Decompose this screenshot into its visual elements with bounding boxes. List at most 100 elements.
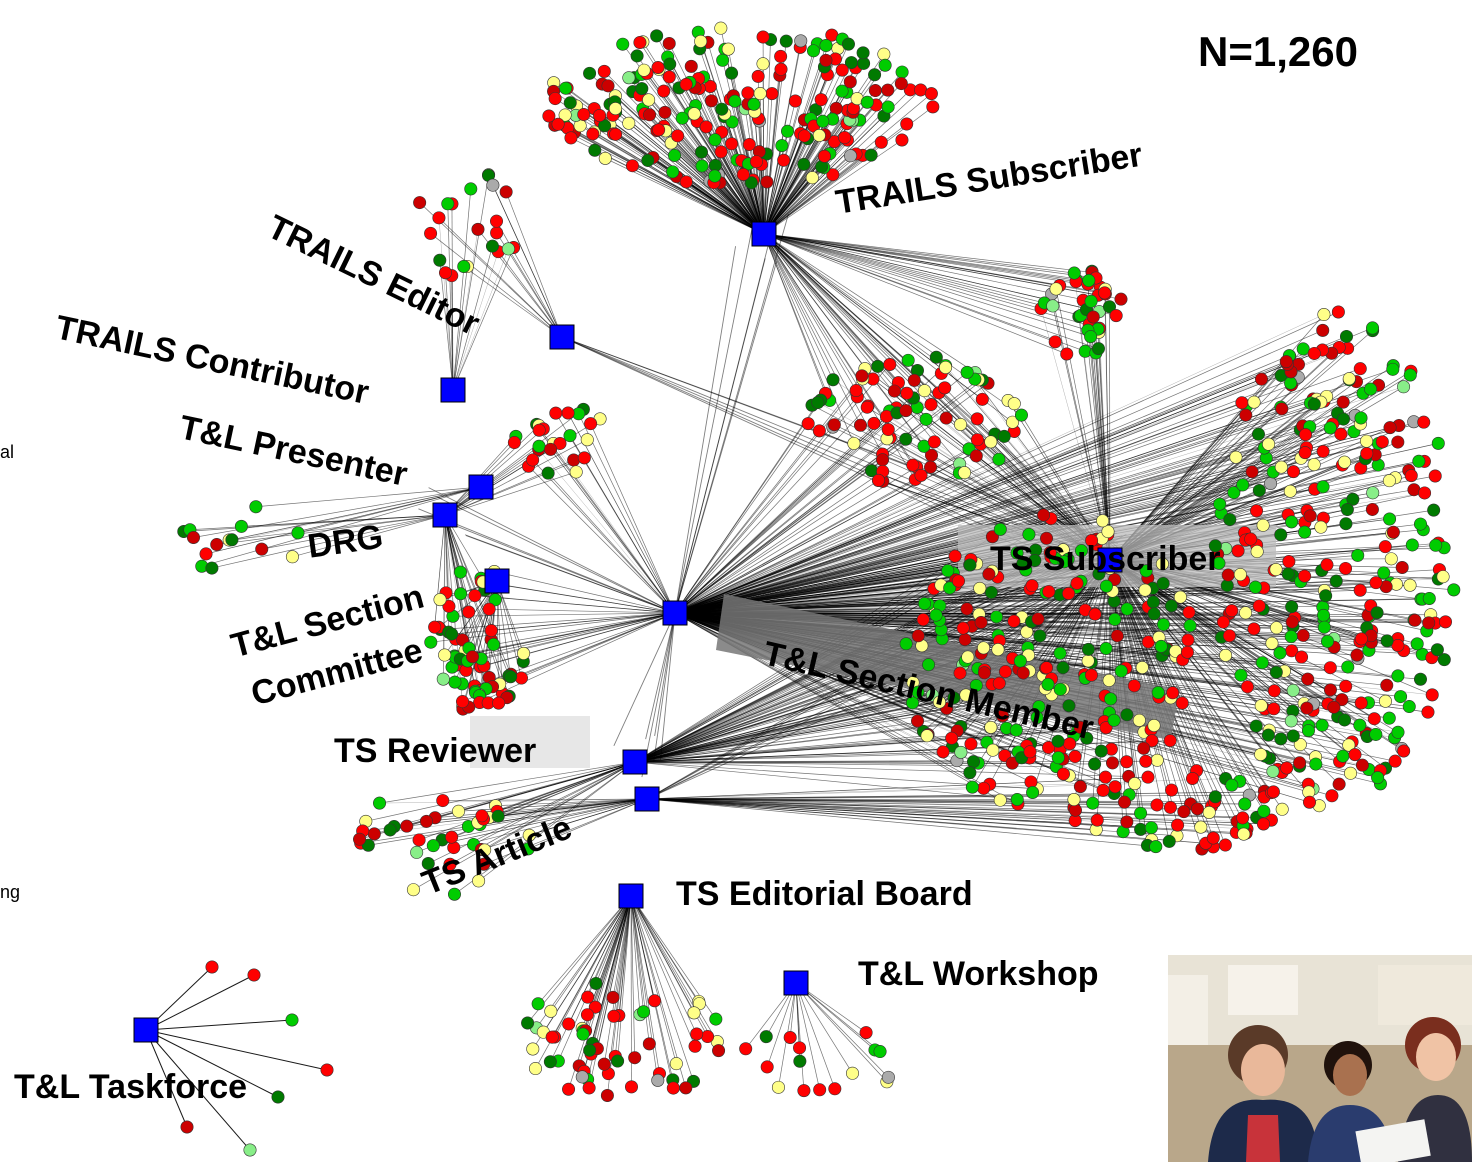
member-node xyxy=(428,620,442,634)
edge xyxy=(498,251,563,338)
edge xyxy=(496,220,563,338)
member-node xyxy=(1031,612,1045,626)
member-node xyxy=(562,1082,576,1096)
edge xyxy=(763,69,843,235)
member-node xyxy=(1221,568,1235,582)
member-node xyxy=(586,127,600,141)
edge xyxy=(674,406,1281,614)
edge xyxy=(645,612,676,740)
member-node xyxy=(443,857,457,871)
member-node xyxy=(1028,553,1042,567)
edge xyxy=(458,798,648,812)
edge xyxy=(763,65,886,235)
member-node xyxy=(1323,683,1337,697)
member-node xyxy=(929,608,943,622)
edge xyxy=(447,203,454,391)
edge xyxy=(634,587,950,763)
member-node xyxy=(563,96,577,110)
member-node xyxy=(1320,634,1334,648)
edge xyxy=(628,122,765,235)
member-node xyxy=(954,745,968,759)
member-node xyxy=(725,66,739,80)
member-node xyxy=(721,42,735,56)
member-node xyxy=(1225,604,1239,618)
member-node xyxy=(1053,646,1067,660)
member-node xyxy=(1229,450,1243,464)
member-node xyxy=(900,117,914,131)
edge xyxy=(261,514,446,550)
member-node xyxy=(1026,785,1040,799)
edge xyxy=(508,248,563,338)
edge xyxy=(763,233,1099,349)
member-node xyxy=(1303,509,1317,523)
member-node xyxy=(694,34,708,48)
member-node xyxy=(609,127,623,141)
member-node xyxy=(1339,329,1353,343)
member-node xyxy=(1252,483,1266,497)
member-node xyxy=(1317,620,1331,634)
member-node xyxy=(475,809,489,823)
member-node xyxy=(465,650,479,664)
member-node xyxy=(468,589,482,603)
edge xyxy=(481,798,648,850)
member-node xyxy=(583,66,597,80)
member-node xyxy=(1102,300,1116,314)
member-node xyxy=(453,565,467,579)
member-node xyxy=(945,731,959,745)
member-node xyxy=(589,976,603,990)
edge xyxy=(189,514,446,531)
member-node xyxy=(819,39,833,53)
edge xyxy=(145,974,255,1031)
member-node xyxy=(878,58,892,72)
hub-node-tl-section-member xyxy=(662,600,688,626)
member-node xyxy=(666,1081,680,1095)
member-node xyxy=(1145,734,1159,748)
member-node xyxy=(817,149,831,163)
edge xyxy=(548,115,765,235)
edge xyxy=(634,761,1018,800)
edge xyxy=(453,798,648,848)
member-node xyxy=(777,153,791,167)
edge xyxy=(1109,559,1265,812)
edge xyxy=(795,982,821,1090)
edge xyxy=(674,375,1282,614)
member-node xyxy=(1117,795,1131,809)
member-node xyxy=(1155,557,1169,571)
edge xyxy=(763,60,827,235)
member-node xyxy=(1254,699,1268,713)
member-node xyxy=(478,843,492,857)
member-node xyxy=(1378,540,1392,554)
member-node xyxy=(1336,412,1350,426)
member-node xyxy=(234,519,248,533)
edge xyxy=(656,35,765,235)
member-node xyxy=(1067,266,1081,280)
edge xyxy=(674,555,956,614)
edge xyxy=(674,378,1262,614)
member-node xyxy=(1114,292,1128,306)
member-node xyxy=(816,114,830,128)
member-node xyxy=(549,406,563,420)
member-node xyxy=(562,1017,576,1031)
member-node xyxy=(1256,518,1270,532)
member-node xyxy=(1147,718,1161,732)
member-node xyxy=(501,242,515,256)
member-node xyxy=(847,436,861,450)
member-node xyxy=(624,1080,638,1094)
edge xyxy=(561,336,1119,545)
member-node xyxy=(1354,696,1368,710)
member-node xyxy=(1046,299,1060,313)
member-node xyxy=(926,100,940,114)
edge xyxy=(440,612,676,630)
edge xyxy=(763,39,771,235)
edge xyxy=(674,396,1327,614)
member-node xyxy=(1339,517,1353,531)
member-node xyxy=(1007,397,1021,411)
member-node xyxy=(1266,785,1280,799)
member-node xyxy=(877,47,891,61)
member-node xyxy=(247,968,261,982)
member-node xyxy=(1383,512,1397,526)
member-node xyxy=(1266,764,1280,778)
edge xyxy=(763,233,1042,309)
member-node xyxy=(1295,650,1309,664)
member-node xyxy=(725,137,739,151)
